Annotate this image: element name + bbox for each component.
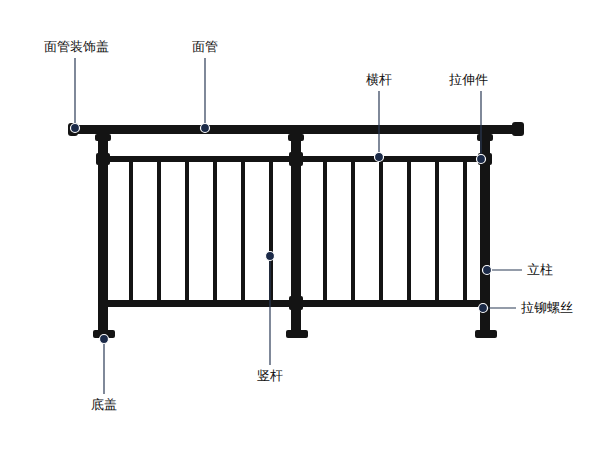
part-label: 立柱 — [527, 262, 553, 278]
collar — [96, 153, 110, 165]
cross-bar — [108, 300, 291, 307]
end-cap — [512, 122, 524, 136]
leader-line — [378, 91, 379, 157]
railing — [68, 122, 524, 338]
leader-dot — [266, 252, 275, 261]
leader-line — [269, 256, 270, 365]
leader-dots — [71, 124, 492, 344]
part-label: 面管 — [192, 39, 218, 55]
cross-bar — [301, 156, 480, 162]
baluster — [213, 162, 217, 300]
collar — [289, 296, 303, 310]
balusters — [129, 162, 467, 300]
baluster — [351, 162, 355, 300]
part-label: 横杆 — [366, 72, 392, 88]
leader-lines — [75, 58, 522, 394]
baluster — [463, 162, 467, 300]
part-label: 面管装饰盖 — [44, 39, 109, 55]
top-rail — [74, 125, 520, 134]
leader-line — [204, 58, 205, 128]
part-label: 拉铆螺丝 — [521, 300, 573, 316]
leader-dot — [100, 335, 109, 344]
leader-dot — [483, 266, 492, 275]
post-head — [95, 134, 111, 141]
leader-dot — [477, 155, 486, 164]
baluster — [129, 162, 133, 300]
baluster — [435, 162, 439, 300]
part-label: 底盖 — [91, 397, 117, 413]
base-cover — [286, 330, 308, 338]
leader-dot — [71, 124, 80, 133]
leader-line — [74, 58, 75, 128]
baluster — [407, 162, 411, 300]
leader-line — [103, 339, 104, 394]
leader-dot — [375, 153, 384, 162]
leader-line — [487, 269, 522, 270]
post — [98, 140, 108, 332]
base-cover — [475, 330, 497, 338]
baluster — [157, 162, 161, 300]
part-label: 竖杆 — [257, 368, 283, 384]
cross-bar — [301, 300, 480, 307]
collar — [289, 152, 303, 166]
post-head — [288, 134, 304, 141]
post-head — [477, 134, 493, 141]
part-label: 拉伸件 — [449, 72, 488, 88]
cross-bar — [108, 156, 291, 162]
leader-dot — [479, 304, 488, 313]
baluster — [379, 162, 383, 300]
baluster — [323, 162, 327, 300]
leader-line — [480, 91, 481, 159]
baluster — [241, 162, 245, 300]
baluster — [185, 162, 189, 300]
leader-dot — [201, 124, 210, 133]
